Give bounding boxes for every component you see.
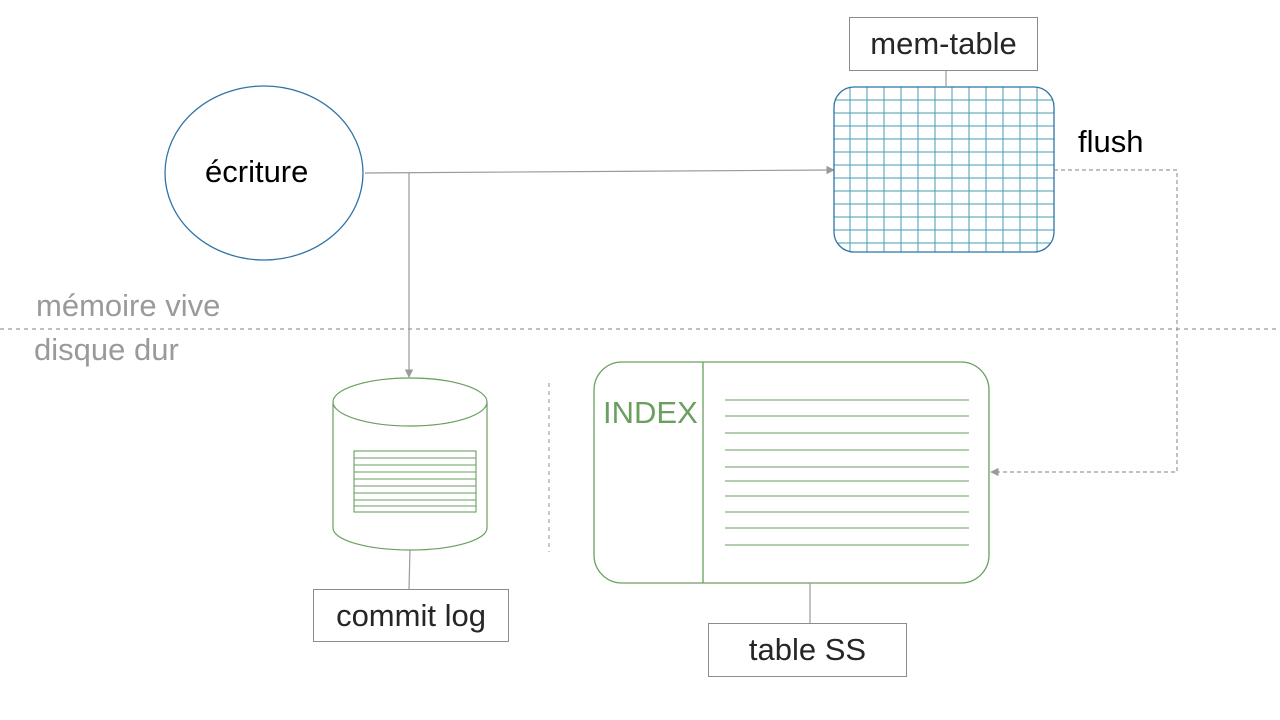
write-to-memtable-arrow xyxy=(364,165,835,175)
sstable-label: table SS xyxy=(708,623,907,677)
write-node-label: écriture xyxy=(205,154,309,189)
memtable-grid xyxy=(833,86,1055,253)
disk-zone-label: disque dur xyxy=(34,332,179,367)
commit-log-lines xyxy=(353,450,477,513)
flush-label: flush xyxy=(1078,124,1144,159)
commitlog-label-connector xyxy=(408,549,411,590)
memtable-label: mem-table xyxy=(849,17,1038,71)
write-node xyxy=(164,85,364,261)
commit-log-label: commit log xyxy=(313,589,509,642)
sstable-index-label: INDEX xyxy=(603,395,698,430)
sstable-data-lines xyxy=(725,399,969,546)
ram-zone-label: mémoire vive xyxy=(36,288,221,323)
commit-log-cylinder xyxy=(332,377,488,551)
flush-arrow xyxy=(990,169,1178,477)
sstable-box xyxy=(593,361,990,584)
